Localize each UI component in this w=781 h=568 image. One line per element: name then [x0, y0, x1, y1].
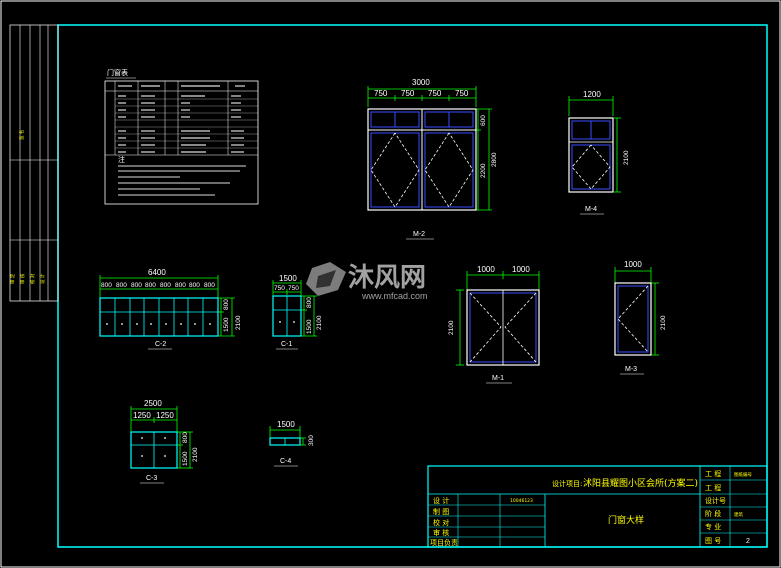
m2-sub-dim-1: 750 [374, 89, 388, 98]
m3-side-dim: 2100 [660, 315, 667, 330]
c2-side-dim-1: 800 [223, 299, 230, 310]
c1-top-dim: 1500 [279, 274, 297, 283]
right-label-1: 工 程 [705, 469, 721, 478]
m2-sub-dim-3: 750 [428, 89, 442, 98]
schedule-title: 门窗表 [107, 68, 128, 77]
drawing-title: 门窗大样 [608, 514, 644, 526]
left-signature-strip: 签 名 审 定 审 核 校 对 设 计 [9, 24, 59, 302]
m2-top-dim: 3000 [412, 78, 430, 87]
m2-side-dim-1: 600 [480, 115, 487, 126]
right-value-4: 建筑 [734, 511, 743, 518]
m2-side-dim-2: 2200 [480, 163, 487, 178]
right-value-6: 2 [746, 538, 750, 545]
c2-sub-dim-2: 800 [116, 282, 127, 289]
m3-label: M-3 [625, 366, 637, 373]
c2-sub-dim-3: 800 [131, 282, 142, 289]
window-c3: 2500 1250 1250 800 1500 2100 C-3 [130, 399, 199, 484]
watermark-brand: 沐风网 [348, 263, 426, 293]
m2-side-dim-3: 2800 [491, 152, 498, 167]
c3-top-dim: 2500 [144, 399, 162, 408]
c2-sub-dim-1: 800 [101, 282, 112, 289]
strip-label-1: 签 名 [18, 130, 25, 140]
c2-label: C-2 [155, 341, 166, 348]
c3-sub-dim-1: 1250 [133, 411, 151, 420]
m4-label: M-4 [585, 206, 597, 213]
m1-sub-dim-2: 1000 [512, 265, 530, 274]
c3-side-dim-3: 2100 [192, 447, 199, 462]
c2-sub-dim-5: 800 [160, 282, 171, 289]
m2-label: M-2 [413, 231, 425, 238]
c3-label: C-3 [146, 475, 157, 482]
title-block: 设计项目: 沭阳县耀图小区会所(方案二) 门窗大样 10046123 设 计 制… [427, 465, 768, 548]
door-window-schedule: 门窗表 注 [104, 68, 259, 205]
left-label-5: 项目负责 [430, 538, 458, 547]
window-c4: 1500 300 C-4 [269, 420, 315, 467]
c2-sub-dim-6: 800 [175, 282, 186, 289]
m2-sub-dim-2: 750 [401, 89, 415, 98]
c2-sub-dim-7: 800 [189, 282, 200, 289]
strip-label-3: 审 核 [19, 273, 26, 284]
watermark-url: www.mfcad.com [361, 291, 428, 301]
c1-sub-dim-2: 750 [288, 285, 299, 292]
window-c1: 1500 750 750 800 1500 2100 C-1 [272, 274, 323, 350]
window-c2: 6400 800 800 800 800 800 800 800 800 800… [99, 268, 242, 350]
c2-sub-dim-4: 800 [145, 282, 156, 289]
c1-side-dim-2: 1500 [306, 319, 313, 334]
c2-side-dim-2: 1500 [223, 317, 230, 332]
strip-label-2: 审 定 [9, 273, 16, 284]
left-label-1: 设 计 [433, 496, 449, 505]
c1-label: C-1 [281, 341, 292, 348]
strip-label-5: 设 计 [39, 273, 46, 284]
right-label-4: 阶 段 [705, 509, 721, 518]
strip-label-4: 校 对 [29, 273, 36, 284]
drawing-code: 10046123 [510, 498, 533, 504]
left-label-3: 校 对 [433, 518, 449, 527]
door-m4: 1200 2100 M-4 [568, 90, 630, 215]
c3-side-dim-2: 1500 [182, 451, 189, 466]
c1-side-dim-1: 800 [306, 297, 313, 308]
right-label-6: 图 号 [705, 537, 721, 545]
c2-top-dim: 6400 [148, 268, 166, 277]
c2-side-dim-3: 2100 [235, 315, 242, 330]
m1-sub-dim-1: 1000 [477, 265, 495, 274]
left-label-2: 制 图 [433, 507, 449, 516]
m1-side-dim: 2100 [448, 320, 455, 335]
m4-top-dim: 1200 [583, 90, 601, 99]
c1-side-dim-3: 2100 [316, 315, 323, 330]
c3-sub-dim-2: 1250 [156, 411, 174, 420]
c4-top-dim: 1500 [277, 420, 295, 429]
c4-side-dim: 300 [308, 435, 315, 446]
m1-label: M-1 [492, 375, 504, 382]
door-m1: 1000 1000 2100 M-1 [448, 265, 540, 384]
schedule-note-label: 注 [118, 155, 125, 164]
left-label-4: 审 核 [433, 528, 449, 537]
door-m2: 3000 750 750 750 750 600 2200 2800 M-2 [367, 78, 498, 240]
project-label: 设计项目: [552, 479, 582, 488]
right-label-2: 工 程 [705, 483, 721, 492]
c2-sub-dim-8: 800 [204, 282, 215, 289]
m3-top-dim: 1000 [624, 260, 642, 269]
m2-sub-dim-4: 750 [455, 89, 469, 98]
c4-label: C-4 [280, 458, 291, 465]
right-value-1: 图纸编号 [734, 471, 752, 478]
c3-side-dim-1: 800 [182, 432, 189, 443]
m4-side-dim: 2100 [623, 150, 630, 165]
right-label-3: 设计号 [705, 496, 726, 505]
project-name: 沭阳县耀图小区会所(方案二) [583, 477, 698, 489]
right-label-5: 专 业 [705, 522, 721, 531]
door-m3: 1000 2100 M-3 [614, 260, 667, 375]
c1-sub-dim-1: 750 [274, 285, 285, 292]
watermark: 沐风网 www.mfcad.com [306, 262, 428, 301]
